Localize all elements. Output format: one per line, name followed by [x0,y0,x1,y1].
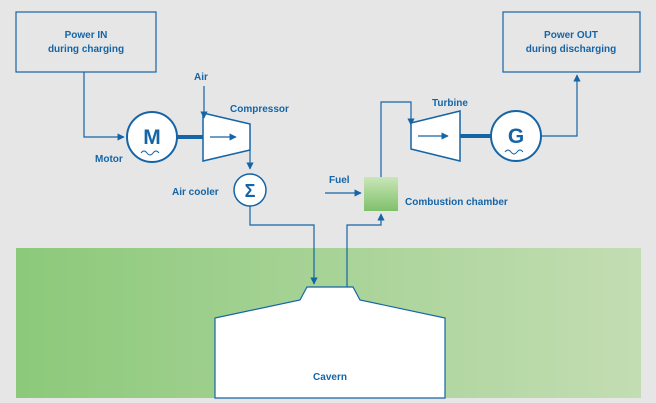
motor-symbol: M [143,126,161,149]
power-out-box: Power OUT during discharging [502,11,641,73]
power-in-line2: during charging [48,44,124,55]
motor-label: Motor [95,154,123,165]
combustion-chamber-label: Combustion chamber [405,197,508,208]
combustion-chamber-box [364,177,398,211]
power-in-line1: Power IN [65,30,108,41]
motor-circle-icon: M [126,111,178,163]
air-cooler-label: Air cooler [172,187,219,198]
generator-symbol: G [508,125,524,148]
cavern-to-combustion-arrow [346,213,385,287]
cooler-to-cavern-arrow [249,206,318,285]
turbine-trapezoid-icon [410,110,461,162]
power-in-to-motor-arrow [83,72,125,141]
turbine-label: Turbine [432,98,468,109]
fuel-label: Fuel [329,175,350,186]
cavern [214,286,446,399]
combustion-to-turbine-arrow [380,101,415,177]
compressor-label: Compressor [230,104,289,115]
generator-to-power-out-arrow [541,74,581,137]
power-out-line2: during discharging [526,44,617,55]
power-out-line1: Power OUT [544,30,598,41]
power-in-box: Power IN during charging [15,11,157,73]
compressor-trapezoid-icon [202,112,251,162]
cavern-label: Cavern [313,372,347,383]
generator-circle-icon: G [490,110,542,162]
cooler-symbol: Σ [245,181,256,201]
air-label: Air [194,72,208,83]
heat-exchanger-icon: Σ [233,173,267,207]
